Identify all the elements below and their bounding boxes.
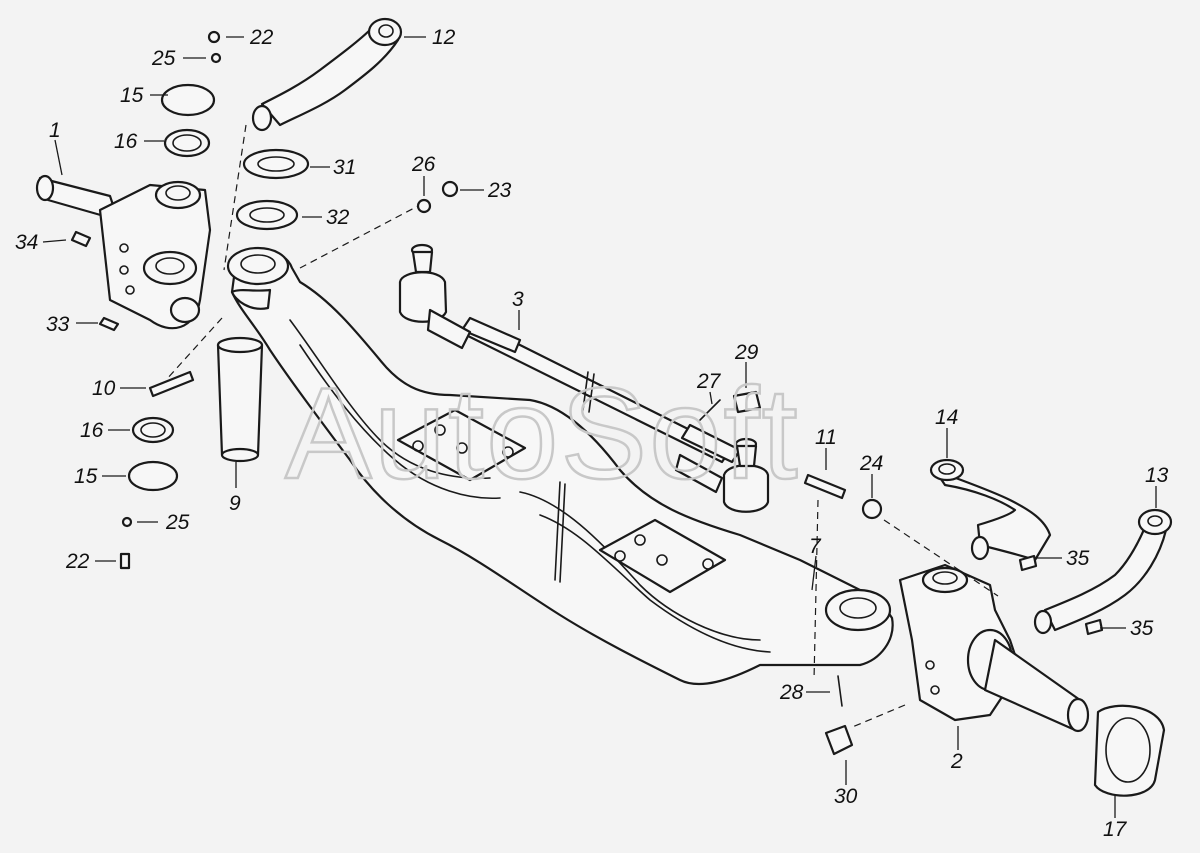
callout-33: 33	[46, 313, 70, 336]
bolt-22-bottom	[119, 552, 131, 570]
callout-31: 31	[333, 156, 356, 179]
steering-knuckle-left	[35, 174, 212, 330]
callout-16-top: 16	[114, 130, 138, 153]
key-35-bottom	[1084, 618, 1104, 636]
callout-26: 26	[411, 153, 436, 176]
callout-30: 30	[834, 785, 858, 808]
steering-arm-13	[1033, 508, 1173, 635]
callout-9: 9	[229, 492, 241, 515]
steering-knuckle-right	[898, 563, 1090, 733]
bolt-22-top	[207, 30, 221, 44]
callout-15-top: 15	[120, 84, 144, 107]
covers-gaskets	[127, 83, 1166, 797]
callout-3: 3	[512, 288, 524, 311]
callout-24: 24	[859, 452, 883, 475]
axle-beam	[226, 246, 894, 686]
key-35-top	[1018, 554, 1038, 572]
callout-16-bottom: 16	[80, 419, 104, 442]
callout-23: 23	[487, 179, 512, 202]
callout-15-bottom: 15	[74, 465, 98, 488]
tie-rod	[398, 243, 770, 513]
grease-26	[416, 198, 432, 214]
nut-23	[441, 180, 459, 198]
nut-30	[824, 724, 854, 756]
callout-22-top: 22	[249, 26, 274, 49]
nut-24	[861, 498, 883, 520]
callout-11: 11	[815, 426, 837, 449]
cover-15-bottom	[127, 460, 179, 492]
king-pin-9	[216, 336, 264, 463]
callout-25-bottom: 25	[165, 511, 190, 534]
callout-35-bottom: 35	[1130, 617, 1154, 640]
bolt-11	[803, 473, 847, 500]
callout-12: 12	[432, 26, 456, 49]
callout-13: 13	[1145, 464, 1169, 487]
cover-15-top	[160, 83, 216, 117]
callout-10: 10	[92, 377, 116, 400]
watermark-text: AutoSoft	[285, 360, 800, 506]
callout-28: 28	[779, 681, 804, 704]
washer-31	[242, 148, 310, 180]
assembly-lines	[165, 124, 999, 729]
nut-29	[732, 390, 762, 414]
callout-27: 27	[696, 370, 722, 393]
washer-25-bottom	[121, 516, 133, 528]
pin-10	[148, 370, 195, 398]
gasket-16-top	[163, 128, 211, 158]
callout-17: 17	[1103, 818, 1128, 841]
callout-1: 1	[49, 119, 61, 142]
fasteners	[70, 30, 1104, 756]
callout-labels: 1 2 3 7 9 10 11 12 13 14 15 15 16 16 17 …	[15, 26, 1169, 841]
callout-7: 7	[809, 535, 822, 558]
leader-lines	[42, 36, 1157, 818]
washer-32	[235, 199, 299, 231]
steering-arm-14	[929, 458, 1052, 562]
pin-28	[837, 675, 843, 707]
gasket-16-bottom	[131, 416, 175, 444]
fitting-33	[98, 316, 120, 332]
callout-35-top: 35	[1066, 547, 1090, 570]
callout-22-bottom: 22	[65, 550, 90, 573]
callout-34: 34	[15, 231, 38, 254]
callout-32: 32	[326, 206, 350, 229]
callout-2: 2	[950, 750, 963, 773]
washer-25-top	[210, 52, 222, 64]
steering-arm-12	[251, 17, 403, 132]
pin-27	[699, 399, 721, 421]
callout-14: 14	[935, 406, 958, 429]
fitting-34	[70, 230, 92, 248]
callout-29: 29	[734, 341, 759, 364]
callout-25-top: 25	[151, 47, 176, 70]
